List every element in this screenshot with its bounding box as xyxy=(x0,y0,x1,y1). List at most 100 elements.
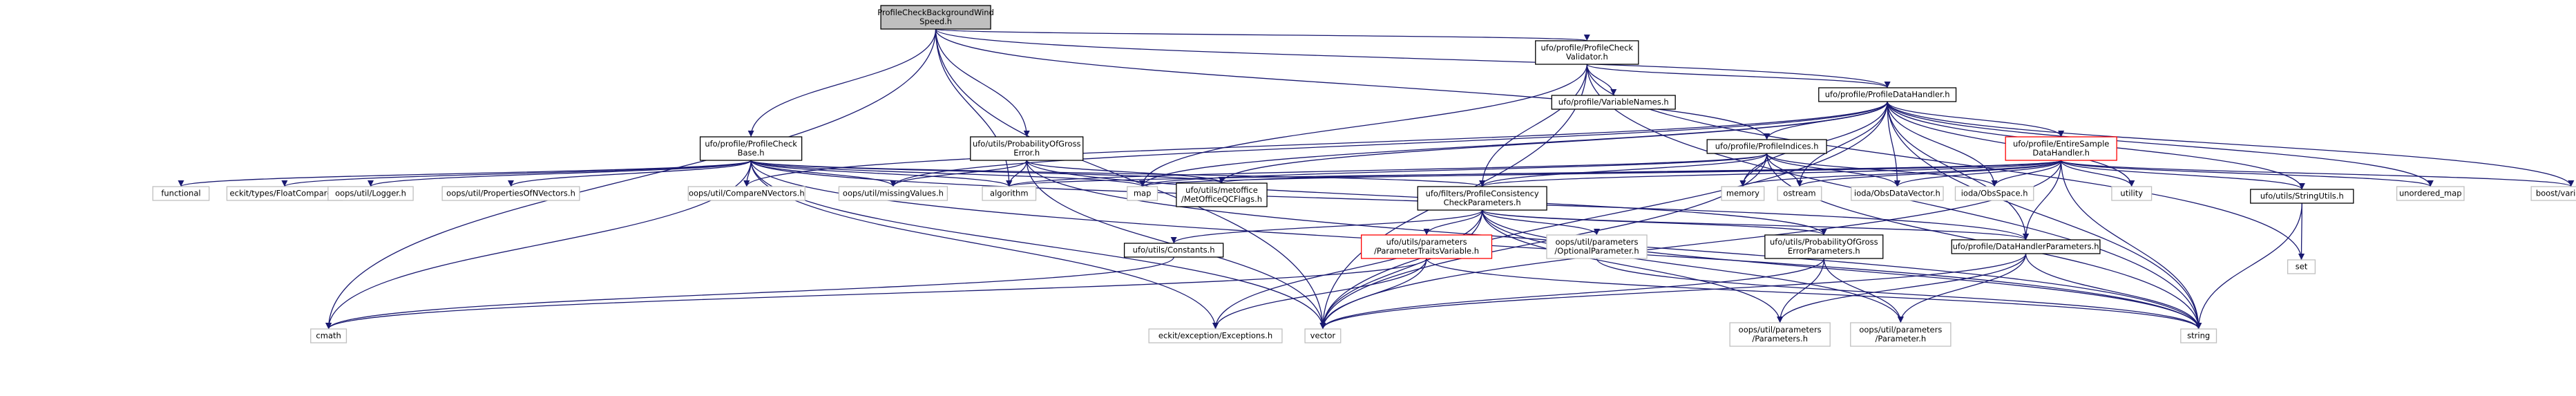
node-box xyxy=(838,186,948,201)
node-stringutils[interactable]: ufo/utils/StringUtils.h xyxy=(2250,189,2354,204)
node-label: ufo/utils/Constants.h xyxy=(1133,245,1215,255)
edge-pcpars-to-vector xyxy=(1319,209,1483,330)
edges-layer xyxy=(178,28,2575,330)
node-box xyxy=(1954,186,2034,201)
edge-entire-to-stringutils xyxy=(2061,160,2305,190)
edge-traitsvar-to-cmath xyxy=(325,258,1427,330)
node-datahandler[interactable]: ufo/profile/ProfileDataHandler.h xyxy=(1818,87,1957,102)
node-pcpars[interactable]: ufo/filters/ProfileConsistencyCheckParam… xyxy=(1417,186,1547,211)
node-set[interactable]: set xyxy=(2287,259,2316,274)
node-label: /ParameterTraitsVariable.h xyxy=(1374,246,1479,256)
node-box xyxy=(2250,189,2354,204)
node-propvec[interactable]: oops/util/PropertiesOfNVectors.h xyxy=(441,186,580,201)
edge-entire-to-string xyxy=(2061,160,2202,330)
node-label: Base.h xyxy=(738,148,765,158)
edge-traitsvar-to-exceptions xyxy=(1212,258,1427,330)
edge-pcpars-to-constants xyxy=(1170,209,1483,244)
node-boostvariant[interactable]: boost/variant.hpp xyxy=(2530,186,2576,201)
node-algorithm[interactable]: algorithm xyxy=(982,186,1037,201)
edge-pcheckbase-to-cmath xyxy=(325,160,752,330)
node-label: set xyxy=(2296,262,2308,272)
edge-probgrosspars-to-vector xyxy=(1319,258,1824,330)
edge-validator-to-map xyxy=(1139,64,1587,187)
node-label: oops/util/parameters xyxy=(1556,237,1639,247)
node-box xyxy=(982,186,1037,201)
edge-root-to-validator xyxy=(935,28,1590,41)
edge-constants-to-cmath xyxy=(325,256,1174,330)
node-label: memory xyxy=(1726,189,1759,198)
node-map[interactable]: map xyxy=(1127,186,1158,201)
node-box xyxy=(1551,95,1676,110)
edge-root-to-indices xyxy=(935,28,1771,140)
node-label: CheckParameters.h xyxy=(1444,198,1521,207)
node-unorderedmap[interactable]: unordered_map xyxy=(2396,186,2465,201)
edge-datahandler-to-compvec xyxy=(743,101,1888,187)
node-label: ufo/utils/ProbabilityOfGross xyxy=(973,139,1081,149)
edge-root-to-probgross xyxy=(935,28,1030,138)
node-constants[interactable]: ufo/utils/Constants.h xyxy=(1123,243,1224,258)
node-metoffice[interactable]: ufo/utils/metoffice/MetOfficeQCFlags.h xyxy=(1176,182,1268,207)
node-logger[interactable]: oops/util/Logger.h xyxy=(327,186,414,201)
node-label: eckit/exception/Exceptions.h xyxy=(1158,331,1272,341)
node-box xyxy=(1148,328,1283,343)
edge-entire-to-dhpars xyxy=(2023,160,2062,241)
node-label: utility xyxy=(2120,189,2143,198)
node-exceptions[interactable]: eckit/exception/Exceptions.h xyxy=(1148,328,1283,343)
node-box xyxy=(152,186,210,201)
node-box xyxy=(2287,259,2316,274)
node-box xyxy=(1721,186,1765,201)
node-traitsvar[interactable]: ufo/utils/parameters/ParameterTraitsVari… xyxy=(1361,234,1493,259)
node-label: map xyxy=(1134,189,1152,198)
node-missing[interactable]: oops/util/missingValues.h xyxy=(838,186,948,201)
node-optpar[interactable]: oops/util/parameters/OptionalParameter.h xyxy=(1546,234,1648,259)
node-indices[interactable]: ufo/profile/ProfileIndices.h xyxy=(1706,139,1827,154)
node-label: boost/variant.hpp xyxy=(2536,189,2576,198)
edge-optpar-to-string xyxy=(1596,258,2202,330)
node-label: ufo/utils/metoffice xyxy=(1185,185,1258,195)
edge-traitsvar-to-string xyxy=(1426,258,2202,330)
node-floatcompare[interactable]: eckit/types/FloatCompare.h xyxy=(226,186,343,201)
node-label: ufo/filters/ProfileConsistency xyxy=(1426,189,1539,198)
edge-entire-to-memory xyxy=(1739,160,2062,187)
node-probgrosspars[interactable]: ufo/utils/ProbabilityOfGrossErrorParamet… xyxy=(1764,234,1884,259)
node-box xyxy=(441,186,580,201)
node-label: ufo/utils/parameters xyxy=(1386,237,1467,247)
edge-entire-to-obsspace xyxy=(1991,160,2062,187)
node-dhpars[interactable]: ufo/profile/DataHandlerParameters.h xyxy=(1951,239,2101,254)
node-vector[interactable]: vector xyxy=(1304,328,1342,343)
node-string[interactable]: string xyxy=(2180,328,2217,343)
edge-entire-to-metoffice xyxy=(1219,160,2062,184)
node-box xyxy=(1361,234,1493,259)
node-memory[interactable]: memory xyxy=(1721,186,1765,201)
node-parameters[interactable]: oops/util/parameters/Parameters.h xyxy=(1729,322,1831,347)
node-box xyxy=(1535,40,1639,65)
node-box xyxy=(2180,328,2217,343)
node-varnames[interactable]: ufo/profile/VariableNames.h xyxy=(1551,95,1676,110)
node-obsdatavector[interactable]: ioda/ObsDataVector.h xyxy=(1851,186,1944,201)
node-cmath[interactable]: cmath xyxy=(310,328,347,343)
node-label: ufo/profile/ProfileCheck xyxy=(1540,43,1633,53)
node-functional[interactable]: functional xyxy=(152,186,210,201)
node-box xyxy=(327,186,414,201)
edge-entire-to-boostvariant xyxy=(2061,160,2574,187)
node-parameter[interactable]: oops/util/parameters/Parameter.h xyxy=(1850,322,1952,347)
node-obsspace[interactable]: ioda/ObsSpace.h xyxy=(1954,186,2034,201)
edge-dhpars-to-parameters xyxy=(1777,253,2027,323)
node-box xyxy=(687,186,805,201)
node-label: /MetOfficeQCFlags.h xyxy=(1181,194,1262,204)
node-box xyxy=(970,136,1084,161)
node-ostream[interactable]: ostream xyxy=(1777,186,1822,201)
node-utility[interactable]: utility xyxy=(2111,186,2153,201)
node-compvec[interactable]: oops/util/CompareNVectors.h xyxy=(687,186,805,201)
node-label: ioda/ObsDataVector.h xyxy=(1854,189,1940,198)
edge-root-to-pcheckbase xyxy=(747,28,937,138)
node-label: oops/util/PropertiesOfNVectors.h xyxy=(446,189,575,198)
node-box xyxy=(1123,243,1224,258)
edge-dhpars-to-parameter xyxy=(1897,253,2027,323)
